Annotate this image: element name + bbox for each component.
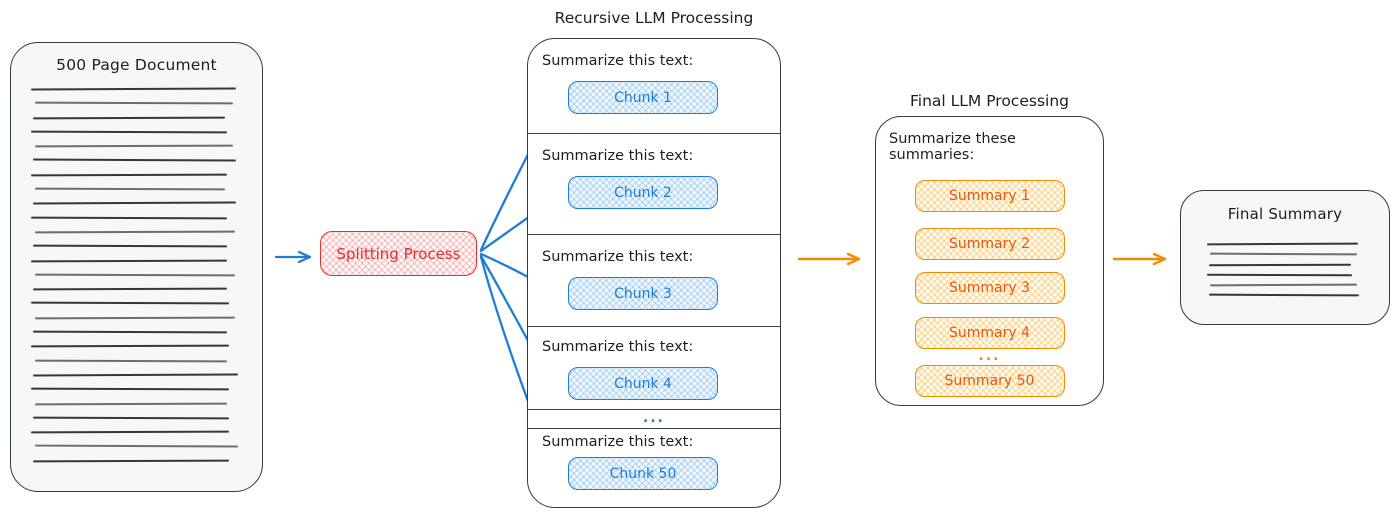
splitting-process-label: Splitting Process xyxy=(336,244,461,263)
final-panel: Summarize these summaries: Summary 1 Sum… xyxy=(875,116,1104,406)
chunk-prompt: Summarize this text: xyxy=(542,339,694,355)
final-summary-title: Final Summary xyxy=(1227,205,1343,223)
text-line xyxy=(1208,293,1359,297)
text-line xyxy=(35,230,236,234)
text-line xyxy=(35,359,228,362)
text-line xyxy=(1206,242,1359,246)
chunk-section: Summarize this text: Chunk 3 xyxy=(528,234,780,326)
text-line xyxy=(30,173,228,177)
summary-label: Summary 2 xyxy=(948,236,1030,252)
text-line xyxy=(35,444,238,448)
chunk-prompt: Summarize this text: xyxy=(542,434,694,450)
final-prompt: Summarize these summaries: xyxy=(889,131,1016,163)
text-line xyxy=(33,330,228,334)
chunk-label: Chunk 50 xyxy=(609,465,677,482)
final-panel-title: Final LLM Processing xyxy=(910,92,1069,110)
text-line xyxy=(33,159,236,162)
text-line xyxy=(30,430,230,434)
chunk-label: Chunk 3 xyxy=(614,285,672,302)
chunk-label: Chunk 4 xyxy=(614,375,672,392)
chunk-label: Chunk 2 xyxy=(614,184,672,201)
text-line xyxy=(30,130,228,134)
chunk-node: Chunk 4 xyxy=(568,367,718,400)
recursive-panel-title: Recursive LLM Processing xyxy=(554,9,754,27)
chunk-section: Summarize this text: Chunk 4 xyxy=(528,326,780,409)
text-line xyxy=(33,244,228,248)
document-text-lines xyxy=(30,87,242,463)
splitting-process-node: Splitting Process xyxy=(320,231,477,276)
chunks-ellipsis: ... xyxy=(528,409,780,428)
summaries-ellipsis: ... xyxy=(978,348,1001,364)
text-line xyxy=(30,344,230,348)
chunk-node: Chunk 1 xyxy=(568,81,718,114)
summary-node: Summary 2 xyxy=(914,228,1065,260)
document-title: 500 Page Document xyxy=(56,56,217,74)
text-line xyxy=(35,144,234,148)
summary-node: Summary 1 xyxy=(914,180,1065,212)
summary-node: Summary 4 xyxy=(914,317,1065,349)
summary-label: Summary 50 xyxy=(944,373,1035,389)
text-line xyxy=(33,416,230,420)
text-line xyxy=(30,87,236,91)
summary-label: Summary 3 xyxy=(948,280,1030,296)
chunk-label: Chunk 1 xyxy=(614,89,672,106)
summary-label: Summary 4 xyxy=(948,325,1030,341)
final-summary-text-lines xyxy=(1206,242,1363,297)
text-line xyxy=(35,187,226,191)
text-line xyxy=(30,216,228,219)
text-line xyxy=(1208,263,1351,266)
text-line xyxy=(33,373,238,377)
chunk-node: Chunk 3 xyxy=(568,277,718,310)
chunk-prompt: Summarize this text: xyxy=(542,249,694,265)
text-line xyxy=(35,101,234,105)
chunk-prompt: Summarize this text: xyxy=(542,53,694,69)
final-summary-panel: Final Summary xyxy=(1180,190,1390,325)
chunk-node: Chunk 2 xyxy=(568,176,718,209)
chunk-node: Chunk 50 xyxy=(568,457,718,490)
text-line xyxy=(35,402,228,405)
text-line xyxy=(1210,252,1357,256)
chunk-section: Summarize this text: Chunk 1 xyxy=(528,39,780,133)
text-line xyxy=(33,201,236,205)
summary-node: Summary 50 xyxy=(914,365,1065,397)
text-line xyxy=(30,387,230,391)
summary-label: Summary 1 xyxy=(948,188,1030,204)
text-line xyxy=(30,302,230,305)
document-panel: 500 Page Document xyxy=(10,42,263,492)
text-line xyxy=(35,273,236,277)
chunk-prompt: Summarize this text: xyxy=(542,148,694,164)
text-line xyxy=(1206,273,1353,276)
chunk-section: Summarize this text: Chunk 2 xyxy=(528,133,780,234)
text-line xyxy=(33,459,230,463)
recursive-panel: Summarize this text: Chunk 1 Summarize t… xyxy=(527,38,781,508)
summary-node: Summary 3 xyxy=(914,272,1065,304)
text-line xyxy=(33,116,226,119)
text-line xyxy=(1210,283,1357,287)
chunk-section: Summarize this text: Chunk 50 xyxy=(528,428,780,509)
text-line xyxy=(33,287,228,291)
text-line xyxy=(35,316,236,320)
text-line xyxy=(30,259,228,262)
